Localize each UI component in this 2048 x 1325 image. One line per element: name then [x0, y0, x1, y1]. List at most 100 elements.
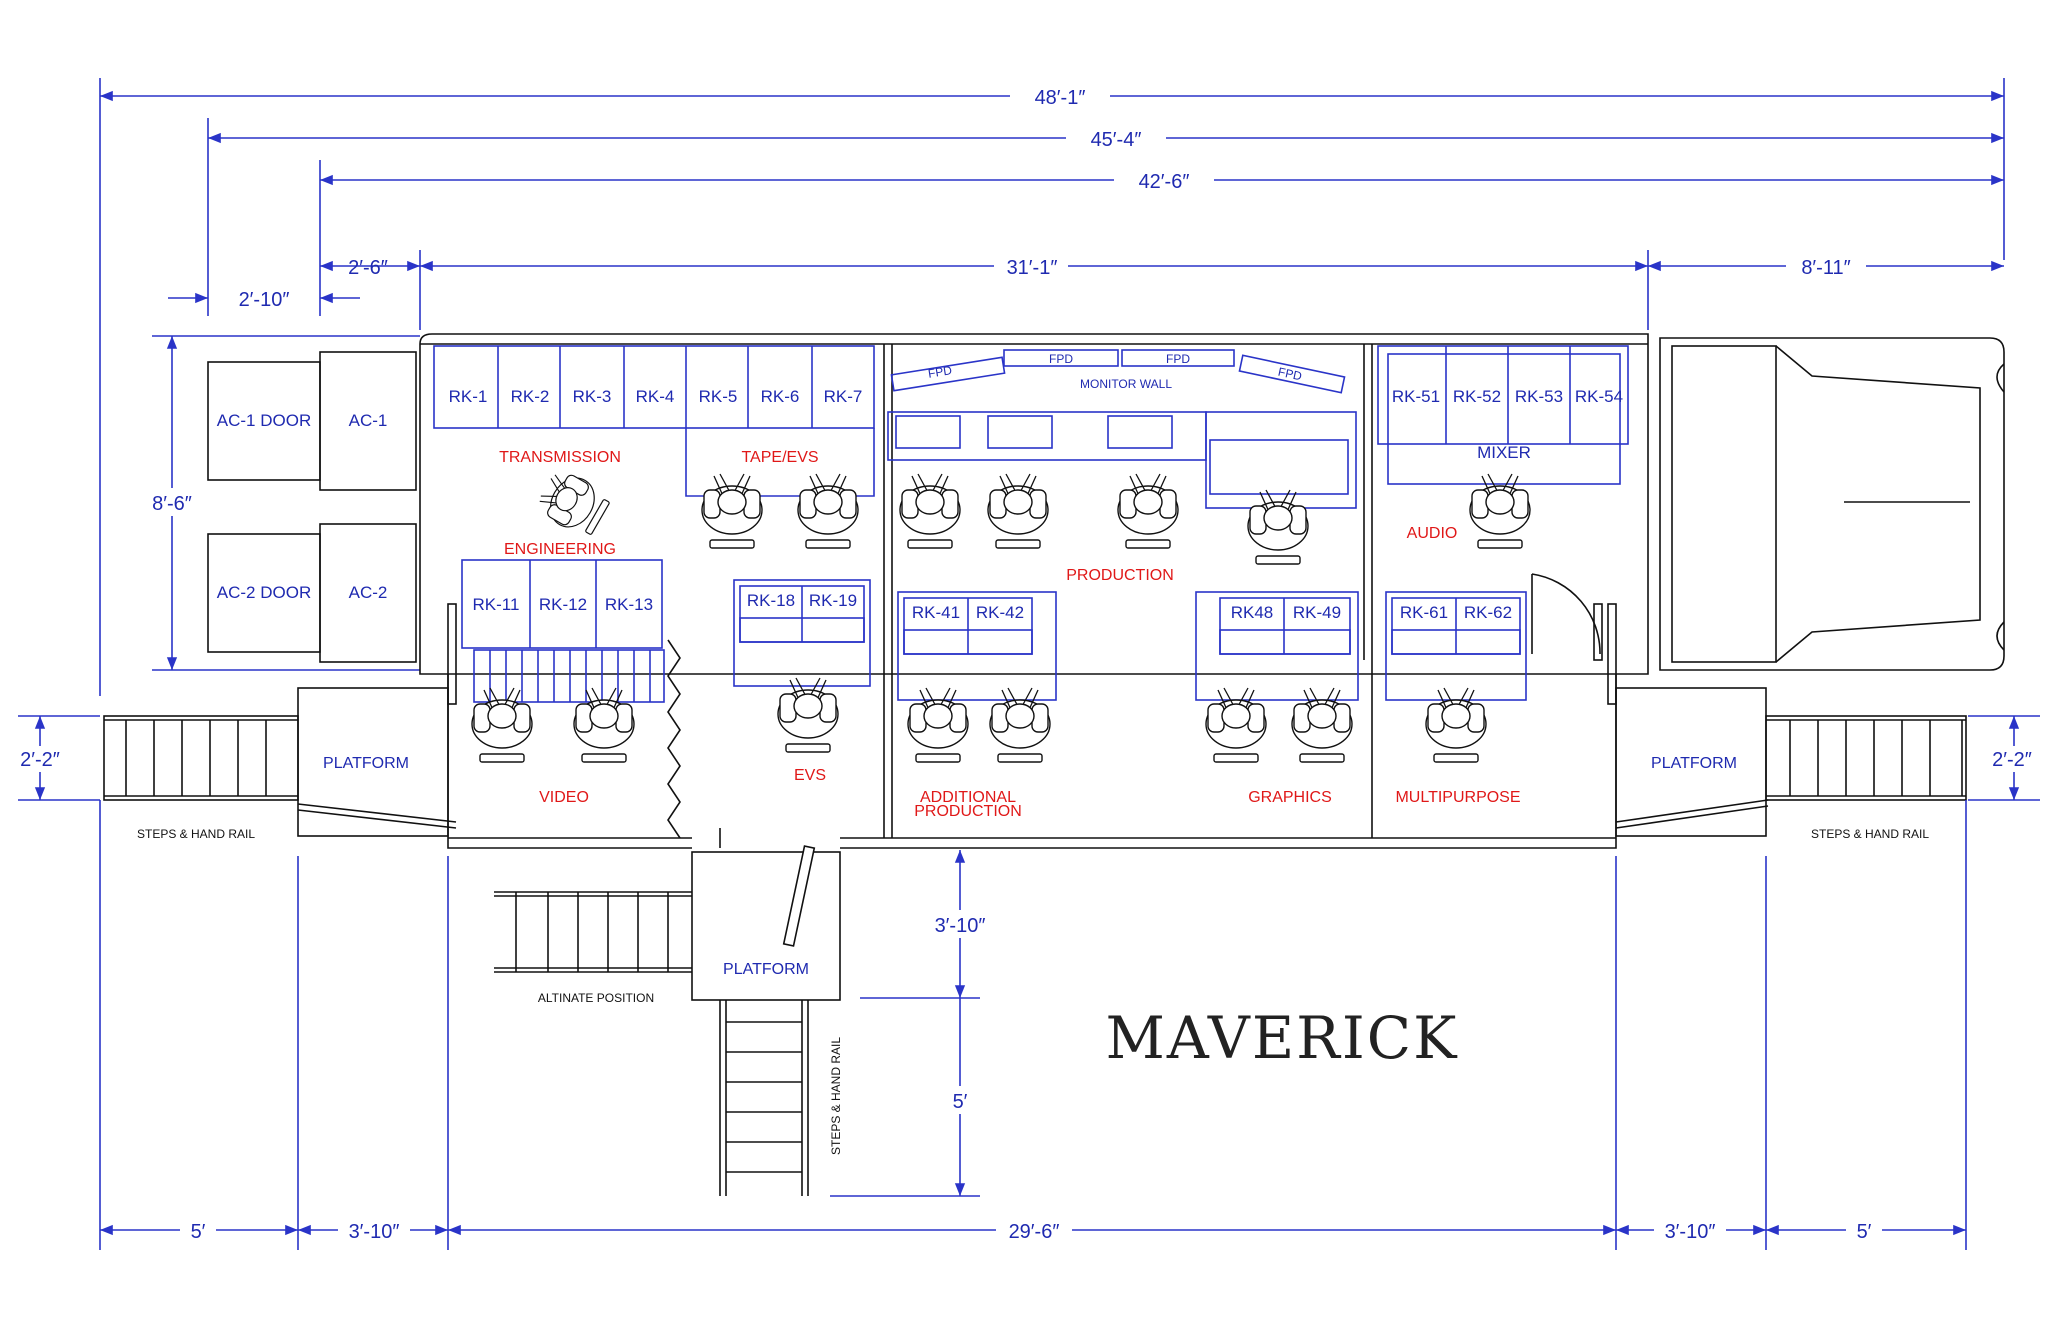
rack-rk-4: RK-4 — [636, 387, 675, 406]
engineering-racks: RK-11 RK-12 RK-13 — [461, 559, 665, 703]
center-platform — [494, 845, 841, 1196]
rack-rk-7: RK-7 — [824, 387, 863, 406]
rack-rk-62: RK-62 — [1464, 603, 1512, 622]
rack-rk-54: RK-54 — [1575, 387, 1623, 406]
dim-2-2-right: 2′-2″ — [1992, 749, 2032, 771]
multipurpose-racks: RK-61 RK-62 — [1385, 591, 1527, 701]
dim-bottom-3-10-left: 3′-10″ — [349, 1221, 400, 1243]
rack-rk-52: RK-52 — [1453, 387, 1501, 406]
ac1-door-label: AC-1 DOOR — [217, 411, 311, 430]
title-maverick: MAVERICK — [1106, 1004, 1459, 1072]
chair-audio — [1469, 473, 1531, 549]
chair-prod-2 — [987, 473, 1049, 549]
note-alt-position: ALTINATE POSITION — [538, 991, 654, 1005]
room-audio: AUDIO — [1407, 525, 1458, 542]
ac1-label: AC-1 — [349, 411, 388, 430]
mixer-racks: RK-51 RK-52 RK-53 RK-54 — [1377, 345, 1629, 485]
bottom-dimensions: 5′ 3′-10″ 29′-6″ 3′-10″ 5′ — [99, 800, 1967, 1250]
chair-transmission — [532, 464, 614, 542]
rack-rk-11: RK-11 — [473, 595, 520, 614]
dim-3-10-center: 3′-10″ — [935, 915, 986, 937]
center-dimensions: 3′-10″ 5′ — [830, 850, 998, 1197]
truck-cab — [1659, 337, 2005, 671]
rack-rk48: RK48 — [1231, 603, 1274, 622]
evs-racks: RK-18 RK-19 — [733, 579, 871, 687]
room-production: PRODUCTION — [1066, 567, 1174, 584]
dim-bottom-3-10-right: 3′-10″ — [1665, 1221, 1716, 1243]
left-dimension: 8′-6″ — [138, 335, 420, 671]
chair-gfx-1 — [1205, 687, 1267, 763]
dim-5-center: 5′ — [953, 1091, 968, 1113]
dim-45-4: 45′-4″ — [1091, 129, 1142, 151]
right-step-dimension: 2′-2″ — [1968, 715, 2044, 801]
label-mixer: MIXER — [1477, 443, 1531, 462]
room-additional-1: ADDITIONAL — [920, 789, 1016, 806]
chair-tape-1 — [701, 473, 763, 549]
room-additional-2: PRODUCTION — [914, 803, 1022, 820]
room-transmission: TRANSMISSION — [499, 449, 621, 466]
chair-gfx-2 — [1291, 687, 1353, 763]
rack-rk-61: RK-61 — [1400, 603, 1448, 622]
chair-video-1 — [471, 687, 533, 763]
dim-31-1: 31′-1″ — [1007, 257, 1058, 279]
dim-bottom-5-left: 5′ — [191, 1221, 206, 1243]
dim-bottom-29-6: 29′-6″ — [1009, 1221, 1060, 1243]
rack-rk-12: RK-12 — [539, 595, 587, 614]
left-step-dimension: 2′-2″ — [10, 715, 100, 801]
rack-rk-1: RK-1 — [449, 387, 488, 406]
rack-rk-6: RK-6 — [761, 387, 800, 406]
fpd-3: FPD — [1166, 352, 1190, 366]
chair-evs — [777, 677, 839, 753]
top-dimensions: 48′-1″ 45′-4″ 42′-6″ 31′-1″ 8′-11″ 2′-6″… — [99, 78, 2005, 696]
right-platform — [1615, 687, 1967, 837]
fpd-2: FPD — [1049, 352, 1073, 366]
chair-multi — [1425, 687, 1487, 763]
ac-units: AC-1 DOOR AC-1 AC-2 DOOR AC-2 — [207, 351, 417, 663]
monitor-wall-label: MONITOR WALL — [1080, 377, 1172, 391]
monitor-wall: FPD FPD FPD FPD MONITOR WALL — [890, 349, 1346, 394]
chair-prod-1 — [899, 473, 961, 549]
dim-42-6: 42′-6″ — [1139, 171, 1190, 193]
chair-addl-2 — [989, 687, 1051, 763]
rack-rk-2: RK-2 — [511, 387, 550, 406]
dim-overall-length: 48′-1″ — [1035, 87, 1086, 109]
ac2-label: AC-2 — [349, 583, 388, 602]
dim-8-6: 8′-6″ — [152, 493, 192, 515]
chair-video-2 — [573, 687, 635, 763]
trailer-body — [419, 333, 1649, 849]
rack-rk-3: RK-3 — [573, 387, 612, 406]
room-video: VIDEO — [539, 789, 589, 806]
rack-rk-19: RK-19 — [809, 591, 857, 610]
ac2-door-label: AC-2 DOOR — [217, 583, 311, 602]
room-tape-evs: TAPE/EVS — [741, 449, 818, 466]
additional-racks: RK-41 RK-42 — [897, 591, 1057, 701]
room-graphics: GRAPHICS — [1248, 789, 1332, 806]
platform-center-label: PLATFORM — [723, 961, 809, 978]
rack-rk-42: RK-42 — [976, 603, 1024, 622]
room-multipurpose: MULTIPURPOSE — [1395, 789, 1520, 806]
chair-addl-1 — [907, 687, 969, 763]
chair-prod-4 — [1247, 489, 1309, 565]
note-steps-left: STEPS & HAND RAIL — [137, 827, 255, 841]
note-steps-right: STEPS & HAND RAIL — [1811, 827, 1929, 841]
graphics-racks: RK48 RK-49 — [1195, 591, 1359, 701]
chair-tape-2 — [797, 473, 859, 549]
fpd-4: FPD — [1277, 365, 1304, 384]
rack-rk-53: RK-53 — [1515, 387, 1563, 406]
platform-left-label: PLATFORM — [323, 755, 409, 772]
room-evs: EVS — [794, 767, 826, 784]
rack-rk-5: RK-5 — [699, 387, 738, 406]
dim-2-10: 2′-10″ — [239, 289, 290, 311]
left-platform — [103, 687, 457, 837]
room-engineering: ENGINEERING — [504, 541, 616, 558]
rack-rk-51: RK-51 — [1392, 387, 1440, 406]
note-steps-center: STEPS & HAND RAIL — [829, 1037, 843, 1155]
rack-rk-49: RK-49 — [1293, 603, 1341, 622]
fpd-1: FPD — [927, 363, 953, 381]
rack-rk-13: RK-13 — [605, 595, 653, 614]
top-rack-row: RK-1 RK-2 RK-3 RK-4 RK-5 RK-6 RK-7 — [433, 345, 875, 497]
dim-2-6: 2′-6″ — [348, 257, 388, 279]
rack-rk-18: RK-18 — [747, 591, 795, 610]
dim-2-2-left: 2′-2″ — [20, 749, 60, 771]
